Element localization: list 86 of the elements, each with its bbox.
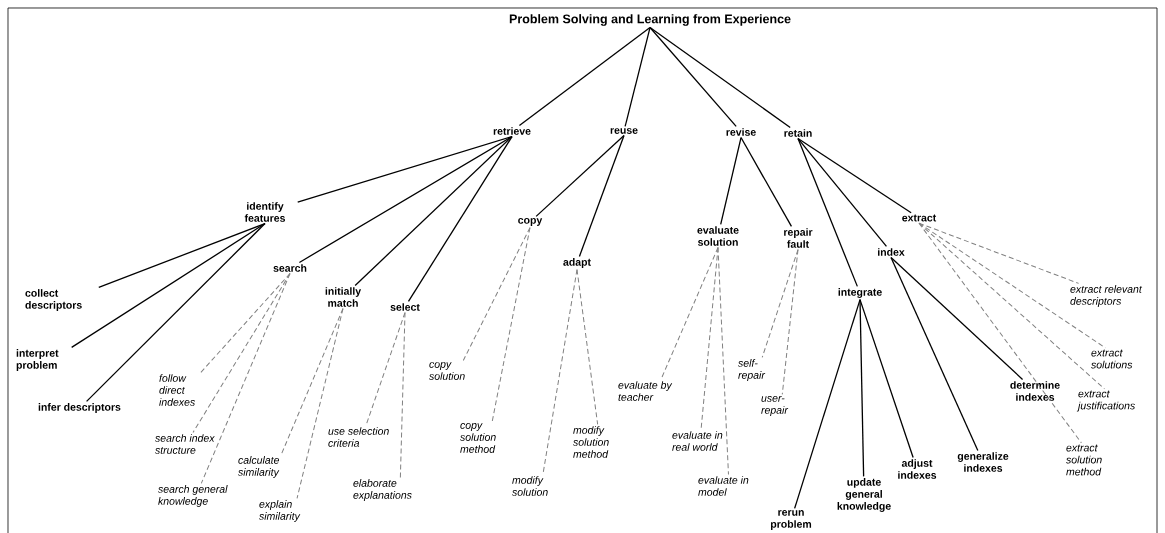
- substep-label: calculate similarity: [238, 456, 280, 478]
- substep-label: extract solution method: [1066, 444, 1102, 476]
- dashed-connector: [717, 247, 729, 475]
- connector: [518, 26, 651, 127]
- substep-label: user-repair: [761, 396, 789, 416]
- connector: [535, 134, 625, 217]
- connector: [98, 222, 266, 289]
- substep-label: modify solution method: [573, 426, 609, 458]
- step-label: determine indexes: [1010, 381, 1060, 401]
- dashed-connector: [761, 249, 799, 358]
- dashed-connector: [918, 222, 1106, 349]
- connector: [649, 26, 791, 129]
- connector: [740, 136, 793, 228]
- substep-label: copy solution: [429, 362, 465, 380]
- dashed-connector: [700, 247, 719, 430]
- step-label: generalize indexes: [957, 452, 1009, 472]
- connector: [578, 134, 625, 258]
- step-label: reuse: [610, 128, 638, 134]
- step-label: adjust indexes: [898, 459, 937, 479]
- step-label: index: [878, 248, 905, 256]
- dashed-connector: [399, 312, 406, 478]
- step-label: revise: [726, 128, 756, 136]
- dashed-connector: [296, 308, 344, 499]
- dashed-connector: [200, 273, 291, 484]
- step-label: copy: [518, 218, 543, 226]
- step-label: extract: [902, 214, 937, 222]
- step-label: adapt: [563, 258, 591, 268]
- dashed-connector: [365, 312, 406, 426]
- connector: [407, 135, 513, 303]
- connector: [297, 135, 513, 203]
- connector: [859, 298, 914, 459]
- connector: [797, 137, 888, 248]
- connector: [794, 298, 861, 510]
- dashed-connector: [576, 269, 599, 425]
- substep-label: copy solution method: [460, 423, 496, 453]
- step-label: repair fault: [784, 228, 813, 248]
- connector: [649, 26, 737, 128]
- substep-label: extract solutions: [1091, 349, 1133, 369]
- dashed-connector: [660, 247, 719, 380]
- substep-label: explain similarity: [259, 500, 301, 522]
- substep-label: modify solution: [512, 476, 548, 496]
- step-label: update general knowledge: [837, 478, 891, 512]
- dashed-connector: [200, 273, 291, 373]
- step-label: retrieve: [493, 127, 531, 135]
- step-label: interpret problem: [16, 349, 59, 371]
- substep-label: extract justifications: [1076, 390, 1135, 412]
- substep-label: use selection criteria: [328, 427, 389, 447]
- connector: [797, 137, 912, 214]
- substep-label: evaluate in model: [698, 476, 749, 496]
- connector: [890, 256, 1024, 381]
- dashed-connector: [491, 227, 531, 422]
- connector: [890, 256, 979, 452]
- substep-label: follow direct indexes: [159, 374, 195, 406]
- substep-label: evaluate in real world: [672, 431, 723, 451]
- substep-label: search index structure: [155, 434, 215, 454]
- step-label: retain: [784, 129, 812, 137]
- dashed-connector: [918, 222, 1082, 444]
- title: Problem Solving and Learning from Experience: [509, 14, 791, 26]
- step-label: select: [390, 303, 420, 311]
- step-label: rerun problem: [771, 510, 812, 530]
- substep-label: evaluate by teacher: [618, 381, 673, 401]
- dashed-connector: [192, 273, 291, 433]
- step-label: initially match: [325, 287, 362, 307]
- dashed-connector: [280, 308, 344, 455]
- connector: [720, 136, 742, 226]
- dashed-connector: [462, 227, 531, 361]
- connector: [71, 222, 266, 349]
- substep-label: extract relevant descriptors: [1070, 285, 1143, 307]
- connector: [85, 222, 266, 403]
- connector: [624, 26, 651, 128]
- step-label: infer descriptors: [38, 403, 121, 413]
- step-label: evaluate solution: [697, 226, 739, 246]
- step-label: search: [273, 264, 307, 272]
- connector: [797, 137, 858, 288]
- dashed-connector: [542, 269, 578, 475]
- dashed-connector: [918, 222, 1080, 284]
- connector: [298, 135, 513, 264]
- step-label: integrate: [838, 288, 882, 298]
- substep-label: elaborate explanations: [353, 479, 412, 501]
- step-label: identify features: [244, 202, 285, 222]
- step-label: collect descriptors: [25, 289, 82, 311]
- connector: [859, 298, 865, 478]
- dashed-connector: [781, 249, 799, 395]
- substep-label: search general knowledge: [158, 485, 228, 507]
- substep-label: self-repair: [738, 359, 766, 381]
- connector: [354, 135, 513, 287]
